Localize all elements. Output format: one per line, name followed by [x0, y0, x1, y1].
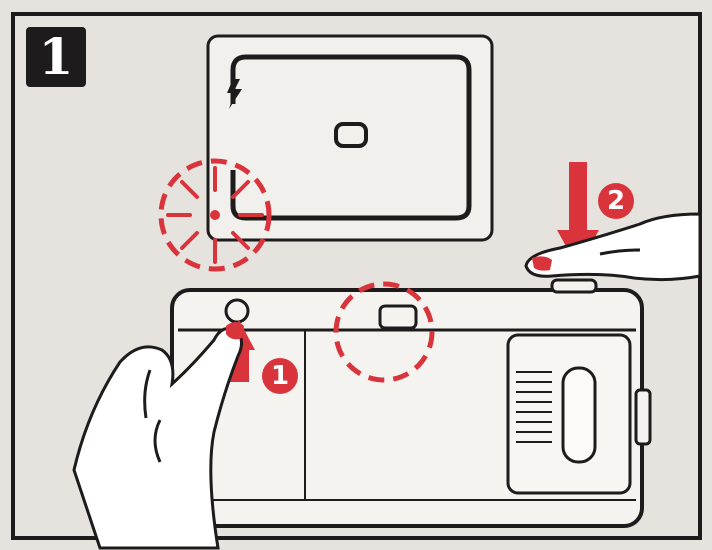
step-number-badge: 1 — [26, 27, 86, 87]
callout-marker-1: 1 — [262, 358, 298, 394]
shutter-button — [552, 280, 596, 292]
left-fingernail — [226, 322, 244, 339]
right-fingernail — [532, 256, 552, 270]
viewfinder-inset — [208, 36, 492, 240]
viewfinder-window — [380, 306, 416, 328]
lamp-button — [226, 300, 248, 322]
right-hand — [526, 214, 700, 280]
callout-marker-2: 2 — [598, 183, 634, 219]
side-strap-lug — [636, 390, 650, 444]
lens-slot — [563, 368, 595, 462]
